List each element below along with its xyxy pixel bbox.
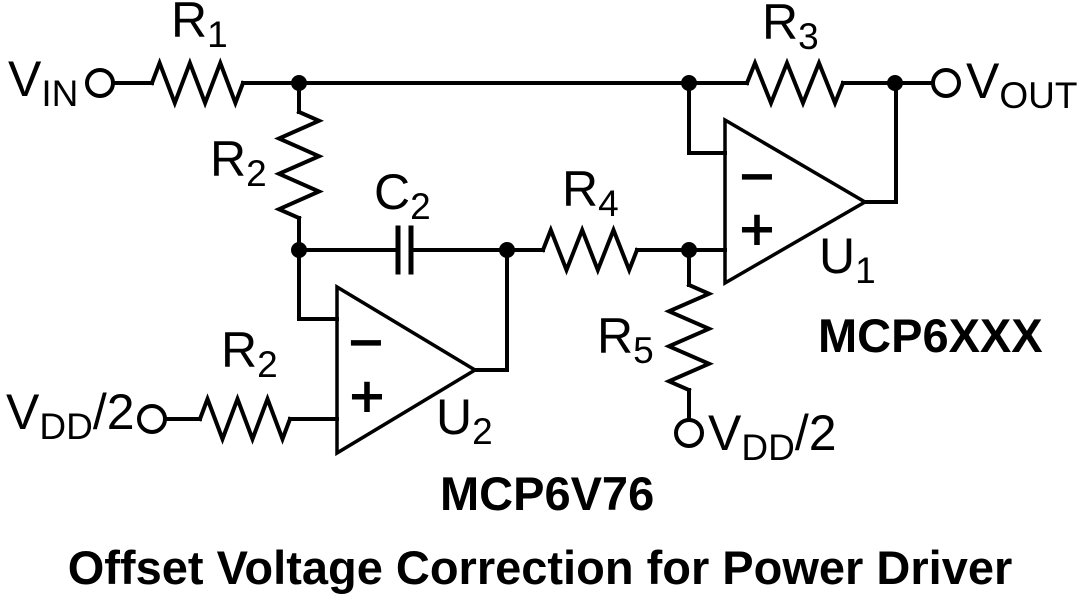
junction-r2-c2	[291, 242, 307, 258]
vout-label: VOUT	[966, 53, 1078, 116]
r3-label: R3	[762, 0, 819, 57]
u2-noninverting-symbol: +	[347, 368, 387, 424]
junction-top-mid	[681, 75, 697, 91]
resistor-r2-input	[197, 393, 293, 445]
resistor-r5	[663, 282, 714, 393]
vout-terminal	[931, 68, 961, 98]
r5-label: R5	[597, 308, 654, 371]
wire-u2-output	[473, 248, 509, 372]
vdd2-right-terminal	[674, 418, 704, 448]
junction-top-right	[887, 75, 903, 91]
vdd2-left-label: VDD/2	[6, 384, 135, 447]
u2-part-number: MCP6V76	[440, 467, 655, 520]
r2-input-label: R2	[221, 322, 278, 385]
vin-label: VIN	[8, 51, 79, 114]
junction-top-left	[291, 75, 307, 91]
junction-c2-r4	[499, 242, 515, 258]
u1-noninverting-symbol: +	[737, 201, 777, 257]
resistor-r2-feedback	[274, 109, 324, 221]
u2-label: U2	[436, 389, 493, 452]
u1-inverting-symbol: −	[737, 148, 777, 204]
diagram-title: Offset Voltage Correction for Power Driv…	[67, 541, 1013, 594]
r4-label: R4	[562, 161, 619, 224]
opamp-u1-triangle	[723, 116, 869, 287]
r1-label: R1	[171, 0, 228, 55]
junction-r4-r5	[681, 242, 697, 258]
vdd2-right-label: VDD/2	[708, 405, 837, 468]
resistor-r1	[149, 57, 246, 109]
resistor-r3	[744, 57, 846, 109]
wire-u2-inverting-input	[297, 248, 339, 321]
resistor-r4	[540, 224, 640, 276]
u1-label: U1	[819, 228, 876, 291]
u1-part-number: MCP6XXX	[818, 309, 1043, 362]
vin-terminal	[85, 68, 115, 98]
vdd2-left-terminal	[137, 404, 167, 434]
wire-u1-output	[863, 81, 898, 204]
r2-feedback-label: R2	[210, 131, 267, 194]
opamp-u2-triangle	[335, 283, 479, 457]
wire-u1-inverting-input	[687, 81, 727, 155]
u2-inverting-symbol: −	[346, 314, 386, 370]
c2-label: C2	[374, 164, 431, 227]
